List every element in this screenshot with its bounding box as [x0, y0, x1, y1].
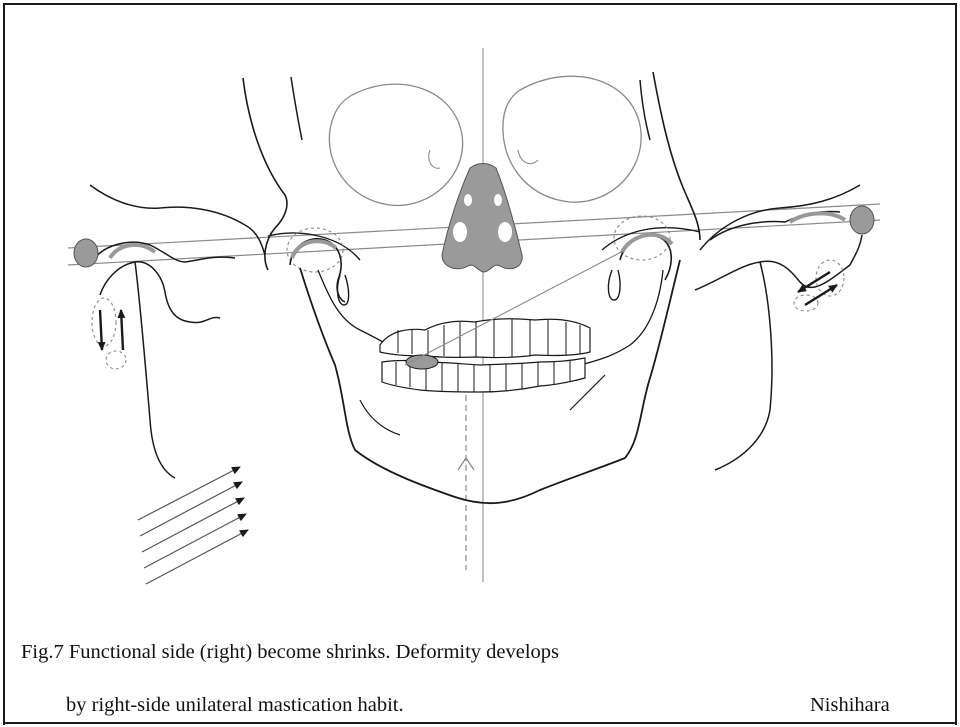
skull-diagram	[0, 0, 960, 640]
tmj-detail-left-disc	[790, 213, 845, 222]
force-arrow-4	[144, 514, 246, 568]
arrow-down	[100, 310, 102, 350]
tmj-detail-right-ear	[74, 239, 98, 267]
force-arrow-3	[142, 498, 244, 552]
nasal-hole-1	[453, 222, 467, 242]
tmj-detail-right-ramus	[135, 262, 175, 478]
right-orbit	[329, 84, 462, 205]
coronoid-left	[608, 270, 620, 300]
left-orbit	[503, 76, 641, 202]
nasal-hole-3	[464, 194, 472, 206]
tmj-detail-left-ear	[850, 206, 874, 234]
cheek-right	[268, 233, 360, 260]
nasal-hole-4	[494, 194, 502, 206]
skull-side-right	[243, 78, 287, 270]
skull-side-left-inner	[640, 80, 650, 140]
force-arrow-5	[146, 530, 248, 584]
tmj-detail-right-dashed-1	[92, 298, 116, 346]
tmj-detail-right-disc	[110, 245, 155, 258]
mandible-inner-left	[580, 270, 663, 365]
nasal-hole-2	[498, 222, 512, 242]
arrow-up	[121, 310, 123, 350]
tmj-detail-right-dashed-2	[106, 351, 126, 369]
orbit-inner-detail-right	[518, 150, 538, 164]
skull-side-right-inner	[291, 77, 302, 140]
orbit-inner-detail-left	[429, 150, 440, 168]
caption-line-2: by right-side unilateral mastication hab…	[66, 694, 404, 717]
force-arrow-2	[140, 482, 242, 536]
disc-right	[292, 241, 336, 258]
tmj-detail-left-ramus	[715, 262, 772, 470]
mandible-lower-detail	[360, 400, 400, 435]
frame-border-bottom	[3, 722, 957, 724]
disc-left	[622, 235, 672, 252]
nasal-cavity	[442, 164, 522, 273]
caption-line-1: Fig.7 Functional side (right) become shr…	[21, 641, 559, 664]
caption-author: Nishihara	[810, 694, 890, 717]
tmj-detail-left-condyle	[695, 235, 862, 290]
force-arrow-1	[138, 467, 240, 520]
tmj-detail-right-condyle	[100, 262, 220, 323]
